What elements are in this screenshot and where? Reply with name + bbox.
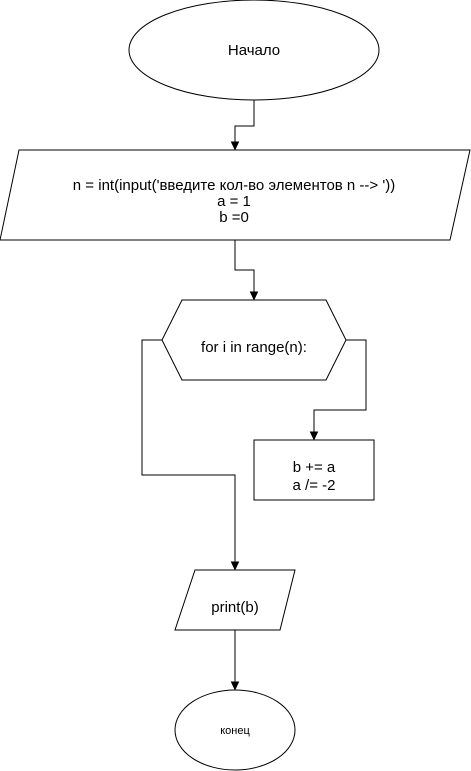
edge-loop-to-output <box>141 339 240 571</box>
loop-node: for i in range(n): <box>161 299 347 381</box>
edge-loop-to-body <box>309 339 367 441</box>
edge-start-to-input <box>230 100 255 151</box>
end-ellipse <box>174 689 296 771</box>
input-node: n = int(input('введите кол-во элементов … <box>0 149 471 241</box>
arrowhead <box>309 431 319 441</box>
input-parallelogram <box>0 149 471 241</box>
output-parallelogram <box>174 569 296 631</box>
edge-output-to-end <box>230 630 240 691</box>
input-line-3: b =0 <box>219 209 249 226</box>
arrowhead <box>230 141 240 151</box>
loop-body-rect <box>253 439 375 501</box>
end-node: конец <box>174 689 296 771</box>
output-node: print(b) <box>174 569 296 631</box>
end-label: конец <box>220 725 250 737</box>
start-node: Начало <box>128 0 380 101</box>
input-line-2: a = 1 <box>217 193 251 210</box>
input-line-1: n = int(input('введите кол-во элементов … <box>73 177 395 194</box>
arrowhead <box>230 681 240 691</box>
start-label: Начало <box>228 42 280 59</box>
arrowhead <box>230 561 240 571</box>
loop-body-line-1: b += a <box>293 459 336 476</box>
loop-body-line-2: a /= -2 <box>293 477 336 494</box>
loop-body-node: b += a a /= -2 <box>253 439 375 501</box>
edge-input-to-loop <box>234 240 259 301</box>
loop-label: for i in range(n): <box>201 339 307 356</box>
arrowhead <box>249 291 259 301</box>
output-label: print(b) <box>211 599 259 616</box>
